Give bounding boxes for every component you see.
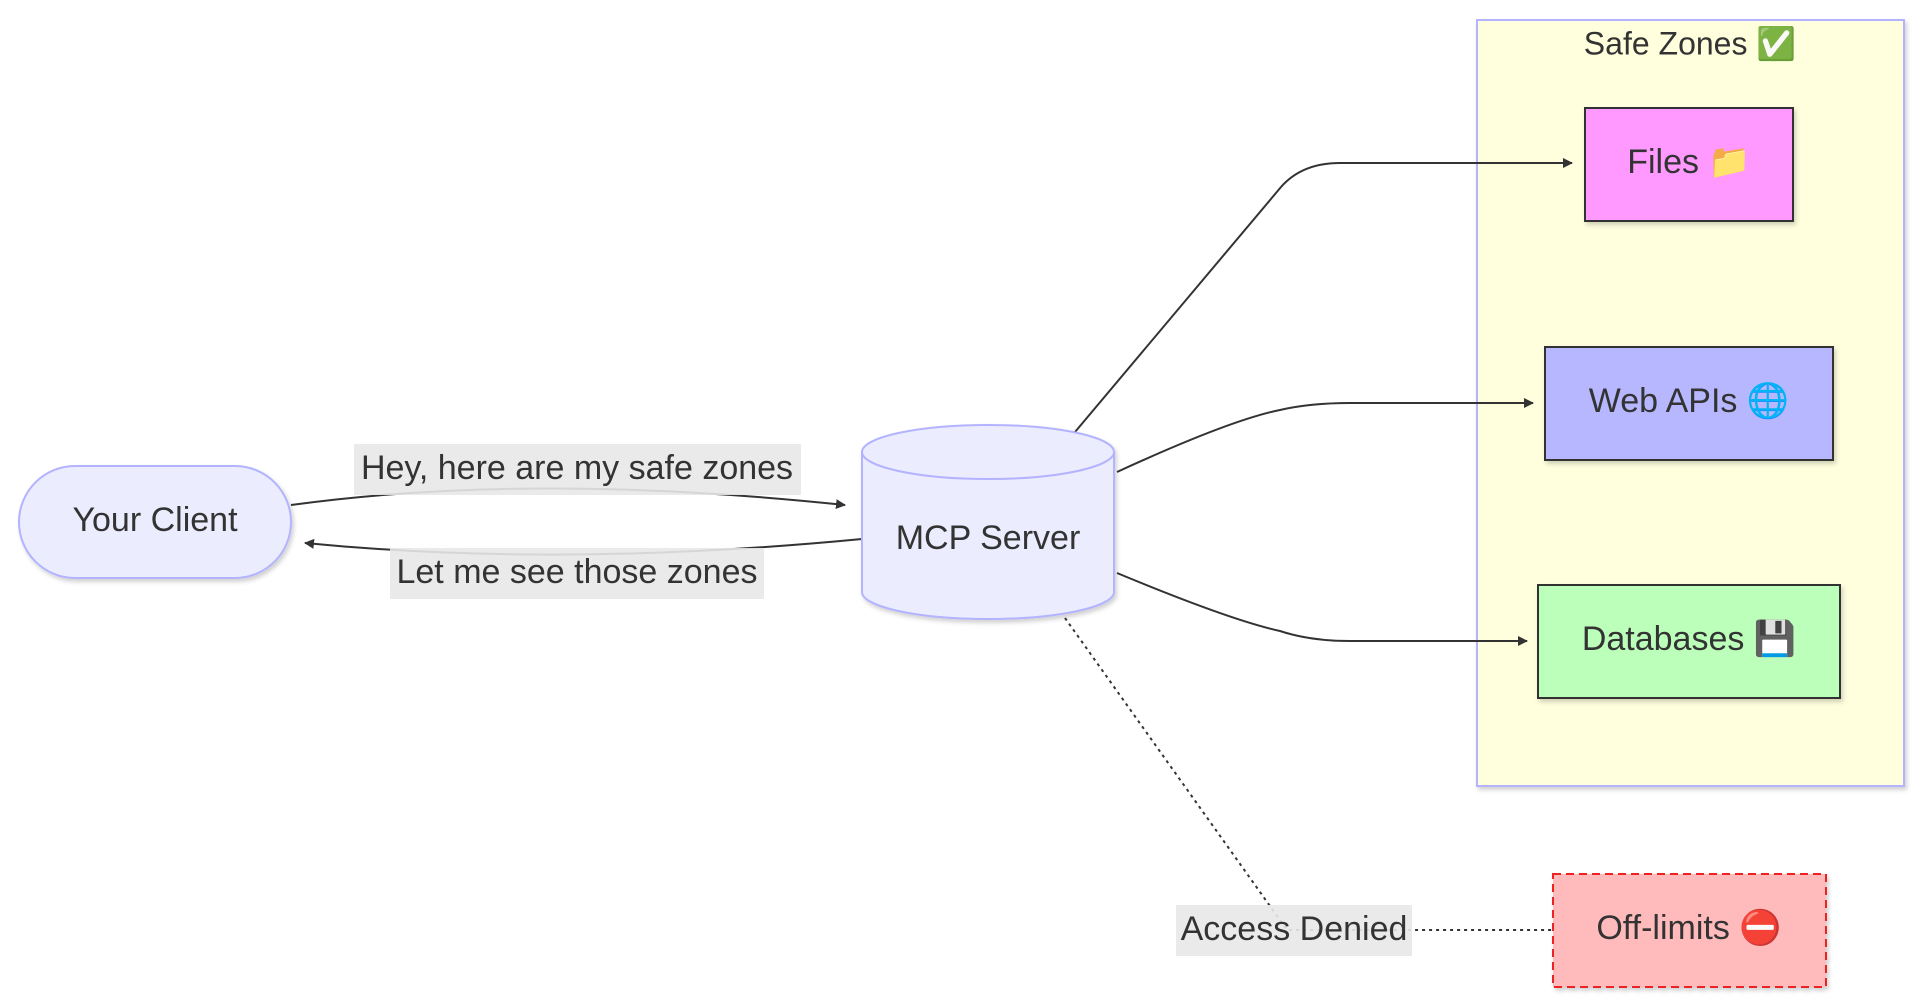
- svg-text:Let me see those zones: Let me see those zones: [396, 553, 757, 591]
- node-mcp-server[interactable]: MCP Server: [861, 424, 1115, 620]
- edge-label-server-to-client: Let me see those zones: [390, 548, 764, 599]
- files-label: Files 📁: [1627, 143, 1751, 181]
- svg-text:Access Denied: Access Denied: [1181, 910, 1408, 948]
- node-databases[interactable]: Databases 💾: [1537, 584, 1841, 699]
- edge-label-access-denied: Access Denied: [1176, 905, 1412, 956]
- node-files[interactable]: Files 📁: [1584, 107, 1794, 222]
- node-off-limits[interactable]: Off-limits ⛔: [1552, 873, 1827, 988]
- off-limits-label: Off-limits ⛔: [1596, 908, 1781, 947]
- edge-server-to-web-apis: [1116, 398, 1534, 473]
- svg-text:Hey, here are my safe zones: Hey, here are my safe zones: [361, 449, 793, 487]
- client-label: Your Client: [72, 501, 238, 539]
- databases-label: Databases 💾: [1582, 619, 1796, 658]
- node-client[interactable]: Your Client: [18, 465, 292, 579]
- safe-zones-title: Safe Zones ✅: [1584, 25, 1796, 61]
- edge-server-to-files: [1074, 158, 1573, 433]
- mcp-server-label: MCP Server: [896, 519, 1081, 557]
- node-web-apis[interactable]: Web APIs 🌐: [1544, 346, 1834, 461]
- edge-server-to-databases: [1116, 572, 1528, 646]
- edge-labels: Hey, here are my safe zones Let me see t…: [354, 444, 1412, 956]
- edge-server-to-off-limits: [1064, 617, 1555, 931]
- edge-label-client-to-server: Hey, here are my safe zones: [354, 444, 801, 495]
- web-apis-label: Web APIs 🌐: [1589, 381, 1789, 420]
